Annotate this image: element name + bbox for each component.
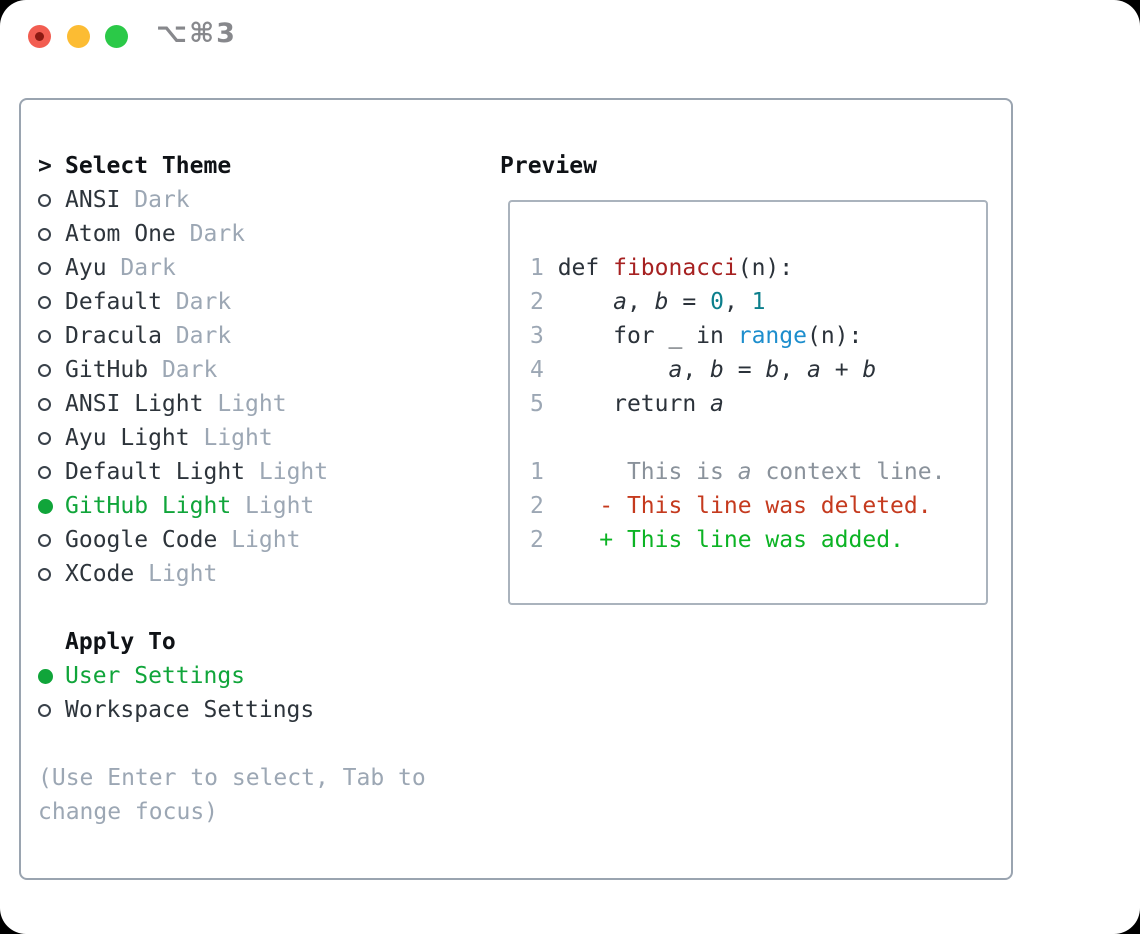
option-label: Workspace Settings [65, 697, 315, 723]
variant-label: Light [217, 391, 287, 417]
code-line: 2 + This line was added. [530, 527, 904, 553]
spacer-row [38, 727, 426, 761]
radio-icon [38, 533, 65, 547]
radio-icon [38, 261, 65, 275]
theme-option-ansi-light[interactable]: ANSI Light Light [38, 387, 426, 421]
theme-option-github-light[interactable]: GitHub Light Light [38, 489, 426, 523]
variant-label: Light [203, 425, 273, 451]
radio-icon [38, 465, 65, 479]
hint-block: (Use Enter to select, Tab to change focus… [38, 761, 426, 829]
option-label: Ayu Light Light [65, 425, 273, 451]
theme-option-default-light[interactable]: Default Light Light [38, 455, 426, 489]
code-line: 2 a, b = 0, 1 [530, 289, 766, 315]
theme-option-dracula[interactable]: Dracula Dark [38, 319, 426, 353]
variant-label: Dark [134, 187, 190, 213]
theme-option-xcode[interactable]: XCode Light [38, 557, 426, 591]
select-theme-title: Select Theme [65, 153, 232, 179]
radio-icon [38, 363, 65, 377]
variant-label: Light [245, 493, 315, 519]
option-label: ANSI Light Light [65, 391, 287, 417]
zoom-button[interactable] [105, 25, 128, 48]
variant-label: Light [231, 527, 301, 553]
option-label: Default Light Light [65, 459, 329, 485]
code-line: 5 return a [530, 391, 724, 417]
option-label: User Settings [65, 663, 246, 689]
selected-radio-icon [38, 498, 65, 514]
code-line: 3 for _ in range(n): [530, 323, 863, 349]
option-label: Google Code Light [65, 527, 301, 553]
option-label: ANSI Dark [65, 187, 190, 213]
variant-label: Dark [161, 357, 218, 383]
code-line: 2 - This line was deleted. [530, 493, 932, 519]
minimize-button[interactable] [67, 25, 90, 48]
variant-label: Dark [175, 323, 232, 349]
theme-option-atom-one[interactable]: Atom One Dark [38, 217, 426, 251]
theme-option-ayu[interactable]: Ayu Dark [38, 251, 426, 285]
variant-label: Dark [175, 289, 232, 315]
radio-icon [38, 567, 65, 581]
option-label: GitHub Light Light [65, 493, 315, 519]
option-label: GitHub Dark [65, 357, 218, 383]
variant-label: Light [148, 561, 218, 587]
apply-to-title: Apply To [65, 629, 176, 655]
hint-text: (Use Enter to select, Tab to [38, 765, 426, 791]
code-line [530, 421, 945, 455]
preview-box [508, 200, 988, 605]
apply-option-user-settings[interactable]: User Settings [38, 659, 426, 693]
radio-icon [38, 227, 65, 241]
option-label: Atom One Dark [65, 221, 246, 247]
prompt-icon: > [38, 153, 52, 179]
close-button[interactable] [28, 25, 51, 48]
variant-label: Dark [189, 221, 246, 247]
theme-option-default[interactable]: Default Dark [38, 285, 426, 319]
window-title: ⌥⌘3 [156, 18, 237, 49]
select-theme-header: > Select Theme [38, 149, 426, 183]
variant-label: Light [258, 459, 329, 485]
option-label: Dracula Dark [65, 323, 232, 349]
option-label: XCode Light [65, 561, 218, 587]
code-line: 1 This is a context line. [530, 459, 946, 485]
radio-icon [38, 703, 65, 717]
code-line: 1 def fibonacci(n): [530, 255, 794, 281]
theme-option-ayu-light[interactable]: Ayu Light Light [38, 421, 426, 455]
radio-icon [38, 329, 65, 343]
apply-to-header: Apply To [38, 625, 426, 659]
radio-icon [38, 431, 65, 445]
radio-icon [38, 193, 65, 207]
theme-option-google-code[interactable]: Google Code Light [38, 523, 426, 557]
option-label: Ayu Dark [65, 255, 176, 281]
theme-option-github[interactable]: GitHub Dark [38, 353, 426, 387]
variant-label: Dark [120, 255, 176, 281]
preview-title: Preview [500, 153, 597, 179]
code-line: 4 a, b = b, a + b [530, 357, 877, 383]
preview-code: 1 def fibonacci(n): 2 a, b = 0, 1 3 for _ … [530, 251, 945, 557]
spacer-row [38, 591, 426, 625]
radio-icon [38, 397, 65, 411]
option-label: Default Dark [65, 289, 232, 315]
radio-icon [38, 295, 65, 309]
hint-text: change focus) [38, 799, 219, 825]
selected-radio-icon [38, 668, 65, 684]
theme-option-ansi[interactable]: ANSI Dark [38, 183, 426, 217]
prompt-marker: > [38, 149, 65, 183]
apply-option-workspace-settings[interactable]: Workspace Settings [38, 693, 426, 727]
